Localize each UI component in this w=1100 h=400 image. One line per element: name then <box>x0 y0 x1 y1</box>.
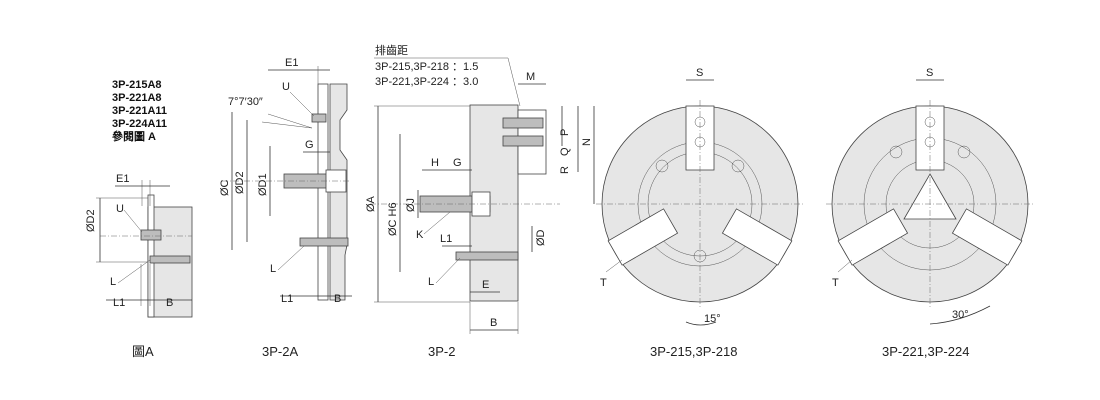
p2a-u-label: U <box>282 81 290 93</box>
model-list: 3P-215A8 3P-221A8 3P-221A11 3P-224A11 參閱… <box>112 79 167 143</box>
c215-t-label: T <box>600 277 607 289</box>
model-ref: 參閱圖 A <box>112 129 156 143</box>
model-1: 3P-215A8 <box>112 79 162 91</box>
view-3p-2a: E1 U 7°7′30″ G ØC ØD2 ØD1 L L1 B 3P-2A <box>219 57 352 359</box>
p2-oa-label: ØA <box>365 195 377 212</box>
caption-3p-2: 3P-2 <box>428 344 455 359</box>
p2-oj-label: ØJ <box>405 198 417 212</box>
model-4: 3P-224A11 <box>112 118 167 130</box>
p2-od-label: ØD <box>535 229 547 246</box>
p2-l-label: L <box>428 276 434 288</box>
figa-bolt <box>140 229 162 241</box>
c221-s-label: S <box>926 67 933 79</box>
p2-k-label: K <box>416 229 424 241</box>
p2-q-label: Q <box>559 147 571 156</box>
pitch-title: 排齒距 <box>375 43 408 57</box>
p2-n-label: N <box>581 138 593 146</box>
p2a-e1-label: E1 <box>285 57 298 69</box>
model-3: 3P-221A11 <box>112 105 167 117</box>
p2a-g-label: G <box>305 139 314 151</box>
p2-lower-bolt <box>455 251 519 261</box>
p2-p-label: P <box>559 129 571 136</box>
model-2: 3P-221A8 <box>112 92 162 104</box>
figa-od2-label: ØD2 <box>85 209 97 232</box>
p2a-od1-label: ØD1 <box>257 173 269 196</box>
p2-r-label: R <box>559 166 571 174</box>
figa-l1-label: L1 <box>113 297 125 309</box>
p2-jaw-screw-1 <box>502 117 544 129</box>
c221-angle-label: 30° <box>952 309 969 321</box>
p2-l1-label: L1 <box>440 233 452 245</box>
view-3p-221: S T 30° 3P-221,3P-224 <box>826 67 1034 359</box>
p2-jaw-screw-2 <box>502 135 544 147</box>
p2a-upper-bolt <box>311 113 327 123</box>
figa-l-label: L <box>110 276 116 288</box>
figure-a: E1 ØD2 U L L1 B 圖A <box>85 173 193 359</box>
caption-figa: 圖A <box>132 344 154 359</box>
figa-bolt-lower <box>149 255 191 264</box>
view-3p-2: ØA ØC H6 ØJ H G K L1 L E ØD B M P Q R N … <box>365 43 595 359</box>
figa-e1-label: E1 <box>116 173 129 185</box>
figa-b-label: B <box>166 297 173 309</box>
caption-3p-221: 3P-221,3P-224 <box>882 344 969 359</box>
p2-g-label: G <box>453 157 462 169</box>
p2a-lower-bolt <box>299 237 349 247</box>
p2-h-label: H <box>431 157 439 169</box>
p2a-b-label: B <box>334 293 341 305</box>
p2a-od2-label: ØD2 <box>234 171 246 194</box>
c221-t-label: T <box>832 277 839 289</box>
caption-3p-2a: 3P-2A <box>262 344 298 359</box>
p2-m-label: M <box>526 71 535 83</box>
p2a-l-label: L <box>270 263 276 275</box>
view-3p-215: S T 15° 3P-215,3P-218 <box>596 67 804 359</box>
c221-jaw-left <box>837 208 909 266</box>
c215-s-label: S <box>696 67 703 79</box>
p2-oc-h6-label: ØC H6 <box>387 202 399 236</box>
pitch-row-2: 3P-221,3P-224 ：3.0 <box>375 76 478 88</box>
c215-jaw-left <box>607 208 679 266</box>
c215-angle-label: 15° <box>704 313 721 325</box>
p2a-oc-label: ØC <box>219 179 231 196</box>
p2a-taper-angle: 7°7′30″ <box>228 96 263 108</box>
p2a-l1-label: L1 <box>281 293 293 305</box>
pitch-row-1: 3P-215,3P-218 ：1.5 <box>375 61 478 73</box>
caption-3p-215: 3P-215,3P-218 <box>650 344 737 359</box>
p2-b-label: B <box>490 317 497 329</box>
figa-u-label: U <box>116 203 124 215</box>
c221-jaw-right <box>951 208 1023 266</box>
c215-jaw-right <box>721 208 793 266</box>
p2-e-label: E <box>482 279 489 291</box>
